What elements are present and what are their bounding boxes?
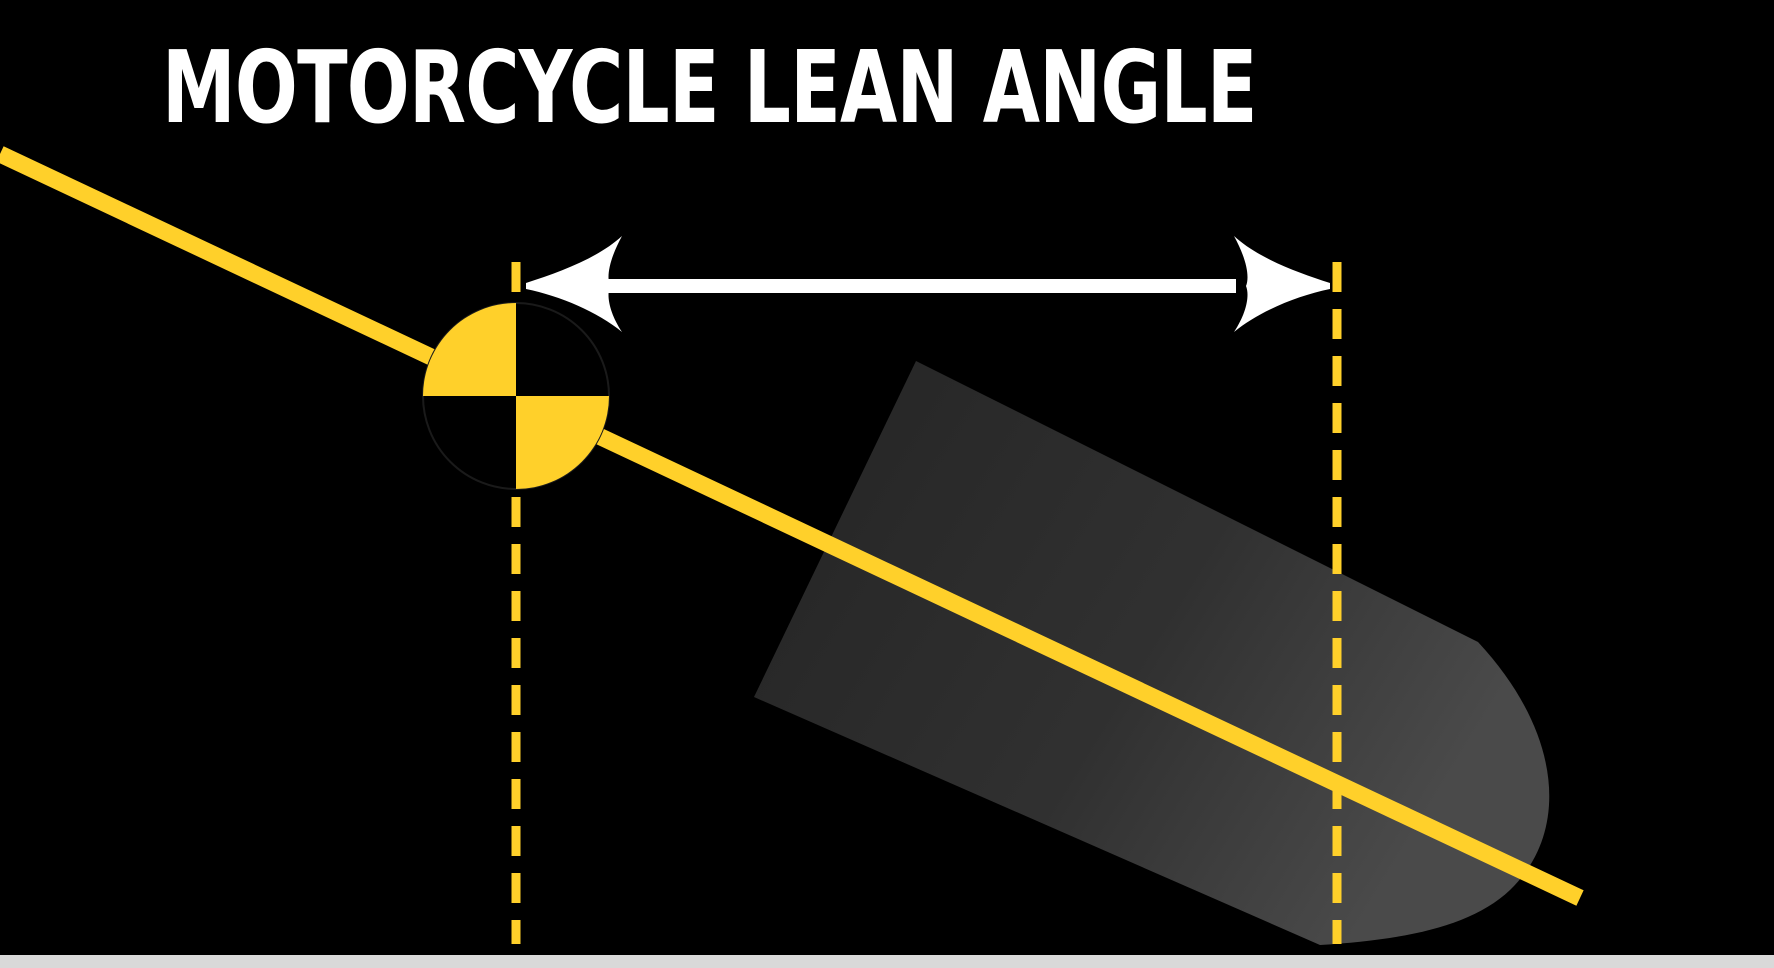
diagram-title: MOTORCYCLE LEAN ANGLE [162,29,1257,146]
center-of-gravity-icon [422,302,610,490]
lean-axis-line [0,146,1584,906]
tire-shape [754,361,1550,945]
double-headed-arrow-icon [526,236,1330,332]
bottom-strip [0,955,1774,968]
